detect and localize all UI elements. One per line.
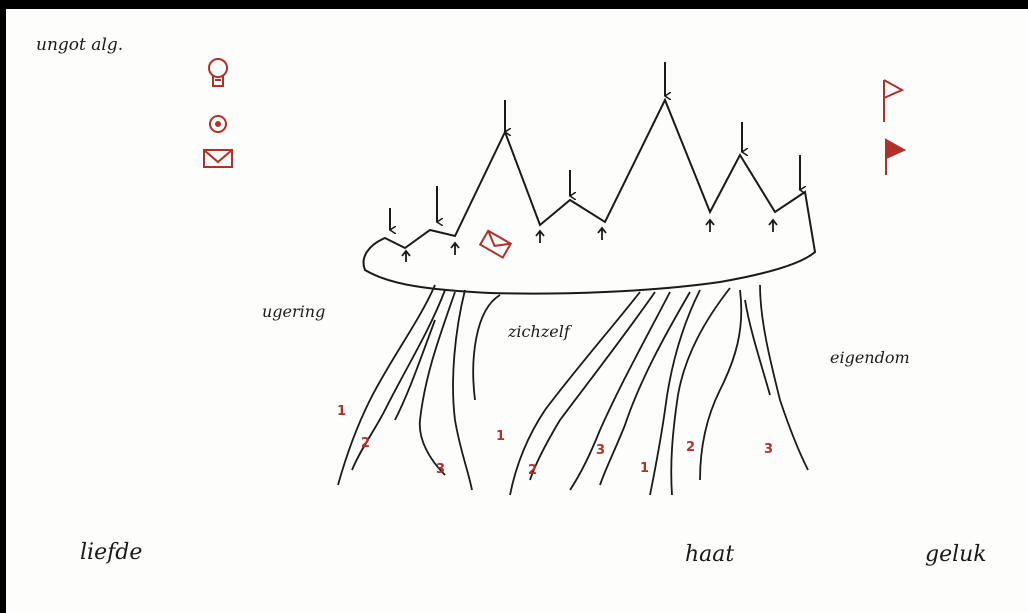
envelope-icon-tilted [480, 231, 511, 258]
roots [338, 285, 808, 495]
label-bottom-center: haat [685, 542, 734, 567]
label-left-mid: ugering [262, 302, 325, 321]
envelope-icon [204, 150, 232, 167]
root-number: 3 [764, 442, 773, 457]
root-number: 1 [337, 404, 346, 419]
root-number: 2 [361, 436, 370, 451]
root-number: 1 [640, 461, 649, 476]
root-number: 2 [686, 440, 695, 455]
root-number: 3 [596, 443, 605, 458]
label-top-left: ungot alg. [36, 35, 123, 55]
lightbulb-icon [209, 59, 227, 86]
crown-outline [364, 100, 815, 294]
root-number: 1 [496, 429, 505, 444]
valley-arrows [402, 220, 777, 262]
label-right-mid: eigendom [830, 348, 910, 367]
flag-icon-filled [886, 140, 904, 175]
root-number: 2 [528, 463, 537, 478]
flag-icon [884, 80, 902, 122]
peak-arrows [390, 62, 800, 230]
target-icon [210, 116, 226, 132]
label-bottom-left: liefde [80, 540, 142, 565]
root-number: 3 [436, 462, 445, 477]
label-center: zichzelf [508, 322, 570, 341]
label-bottom-right: geluk [925, 542, 987, 567]
